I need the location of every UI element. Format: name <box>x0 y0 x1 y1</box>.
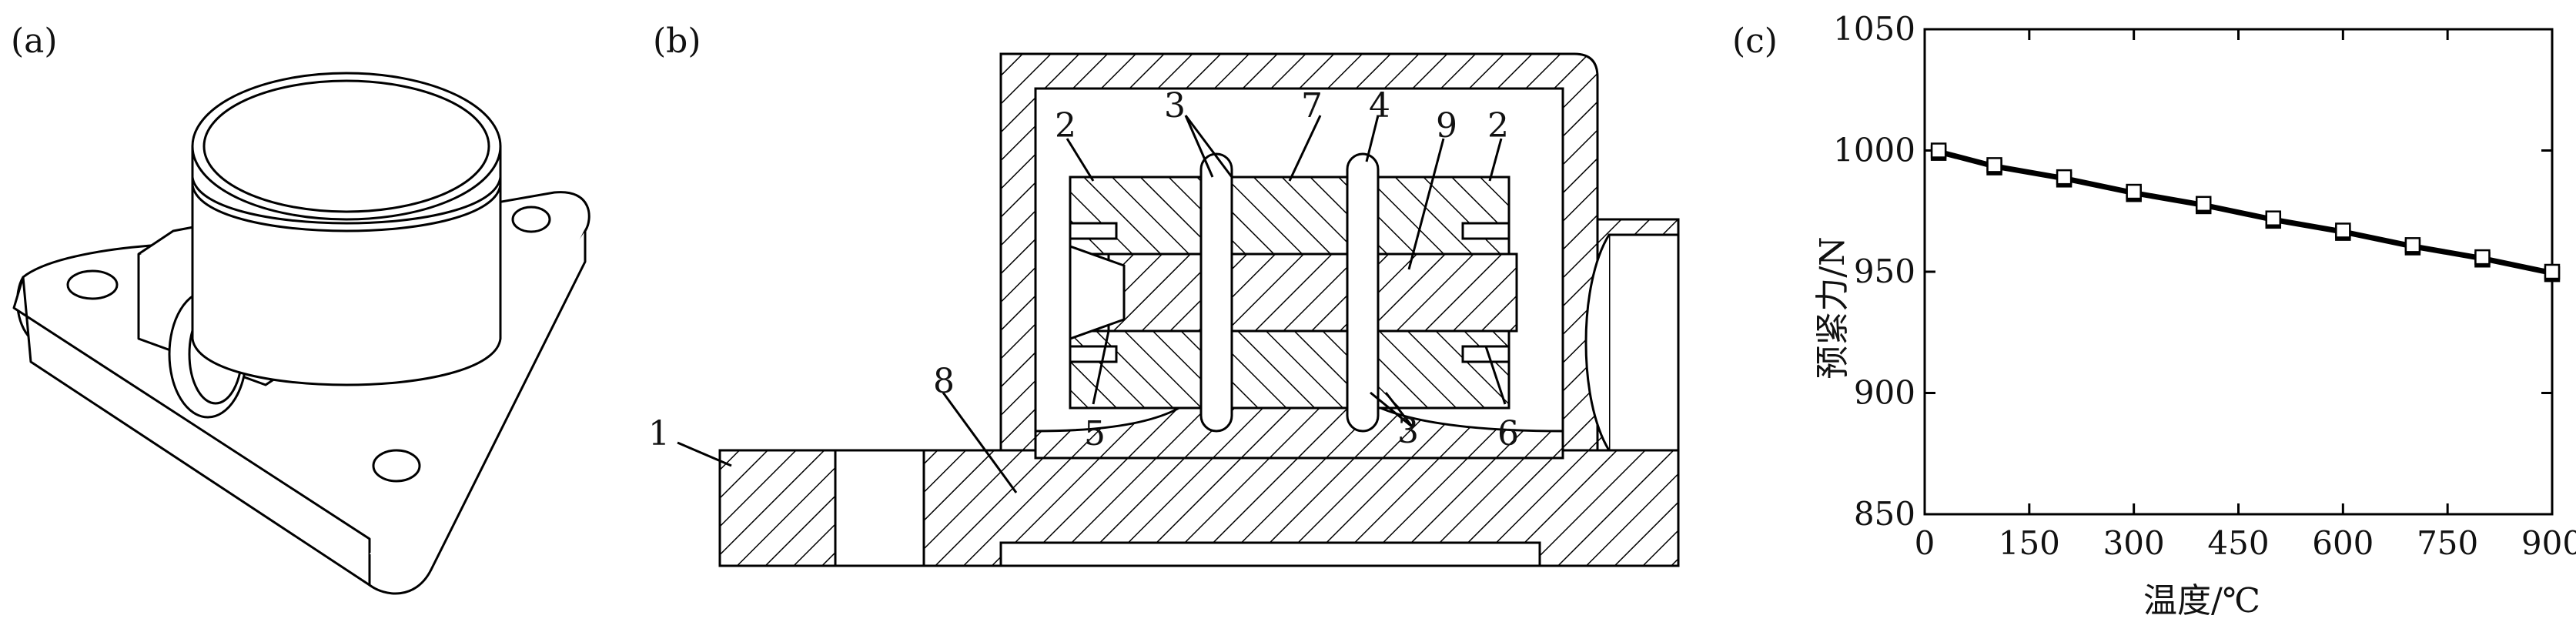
shaft <box>1107 252 1518 333</box>
callout-6: 6 <box>1497 414 1519 453</box>
panel-a-isometric-view: (a) <box>0 0 639 629</box>
plot-frame <box>1923 28 2554 516</box>
x-tick-label: 0 <box>1915 524 1935 562</box>
y-tick-label: 850 <box>1854 495 1915 533</box>
callout-7: 7 <box>1301 86 1323 125</box>
data-point-open <box>2474 249 2491 266</box>
data-point-open <box>1986 157 2002 173</box>
callout-1: 1 <box>648 414 670 453</box>
panel-b-cross-section: (b) <box>639 0 1717 629</box>
callout-8: 8 <box>933 362 955 401</box>
data-point-open <box>2544 263 2561 280</box>
panel-c-label: (c) <box>1732 22 1778 61</box>
pin-right <box>1346 152 1380 433</box>
callout-2-left: 2 <box>1055 106 1076 145</box>
pin-left <box>1199 152 1233 433</box>
callout-5: 5 <box>1084 414 1106 453</box>
callout-3-bottom: 3 <box>1397 412 1419 451</box>
data-point-open <box>2056 169 2073 186</box>
callout-9: 9 <box>1436 106 1457 145</box>
upper-clamp <box>1069 176 1510 256</box>
preload-temperature-chart: (c) 预紧力/N 温度/℃ 0 150 300 450 600 750 900 850 900… <box>1732 10 2576 620</box>
cross-section-drawing: (b) <box>648 22 1680 567</box>
mount-hole-right <box>511 206 551 233</box>
series-line-2 <box>1938 149 2553 273</box>
x-tick-label: 900 <box>2521 524 2576 562</box>
data-point-open <box>2335 222 2351 239</box>
data-point-open <box>2126 183 2142 200</box>
callout-4: 4 <box>1369 86 1390 125</box>
y-tick-label: 1050 <box>1833 10 1915 48</box>
mount-hole-front <box>372 449 421 483</box>
data-point-open <box>1930 142 1947 159</box>
isometric-drawing: (a) <box>11 22 590 595</box>
callout-3-top: 3 <box>1164 86 1186 125</box>
panel-c-chart: (c) 预紧力/N 温度/℃ 0 150 300 450 600 750 900 850 900… <box>1717 0 2576 629</box>
x-tick-label: 750 <box>2417 524 2478 562</box>
y-tick-label: 1000 <box>1833 132 1915 169</box>
series-line-1 <box>1938 151 2553 276</box>
x-tick-label: 450 <box>2207 524 2269 562</box>
data-point-open <box>2265 210 2282 226</box>
mount-hole-left <box>66 269 119 300</box>
data-point-open <box>2195 196 2212 212</box>
data-point-open <box>2404 237 2421 253</box>
y-tick-label: 950 <box>1854 252 1915 290</box>
x-tick-label: 600 <box>2312 524 2374 562</box>
x-tick-label: 300 <box>2103 524 2165 562</box>
y-tick-label: 900 <box>1854 374 1915 412</box>
x-tick-label: 150 <box>1999 524 2060 562</box>
y-axis-label: 预紧力/N <box>1813 236 1852 379</box>
x-axis-label: 温度/℃ <box>2143 581 2260 620</box>
panel-b-label: (b) <box>653 22 701 61</box>
lower-clamp <box>1069 329 1510 410</box>
callout-2-right: 2 <box>1487 106 1509 145</box>
panel-a-label: (a) <box>11 22 58 61</box>
